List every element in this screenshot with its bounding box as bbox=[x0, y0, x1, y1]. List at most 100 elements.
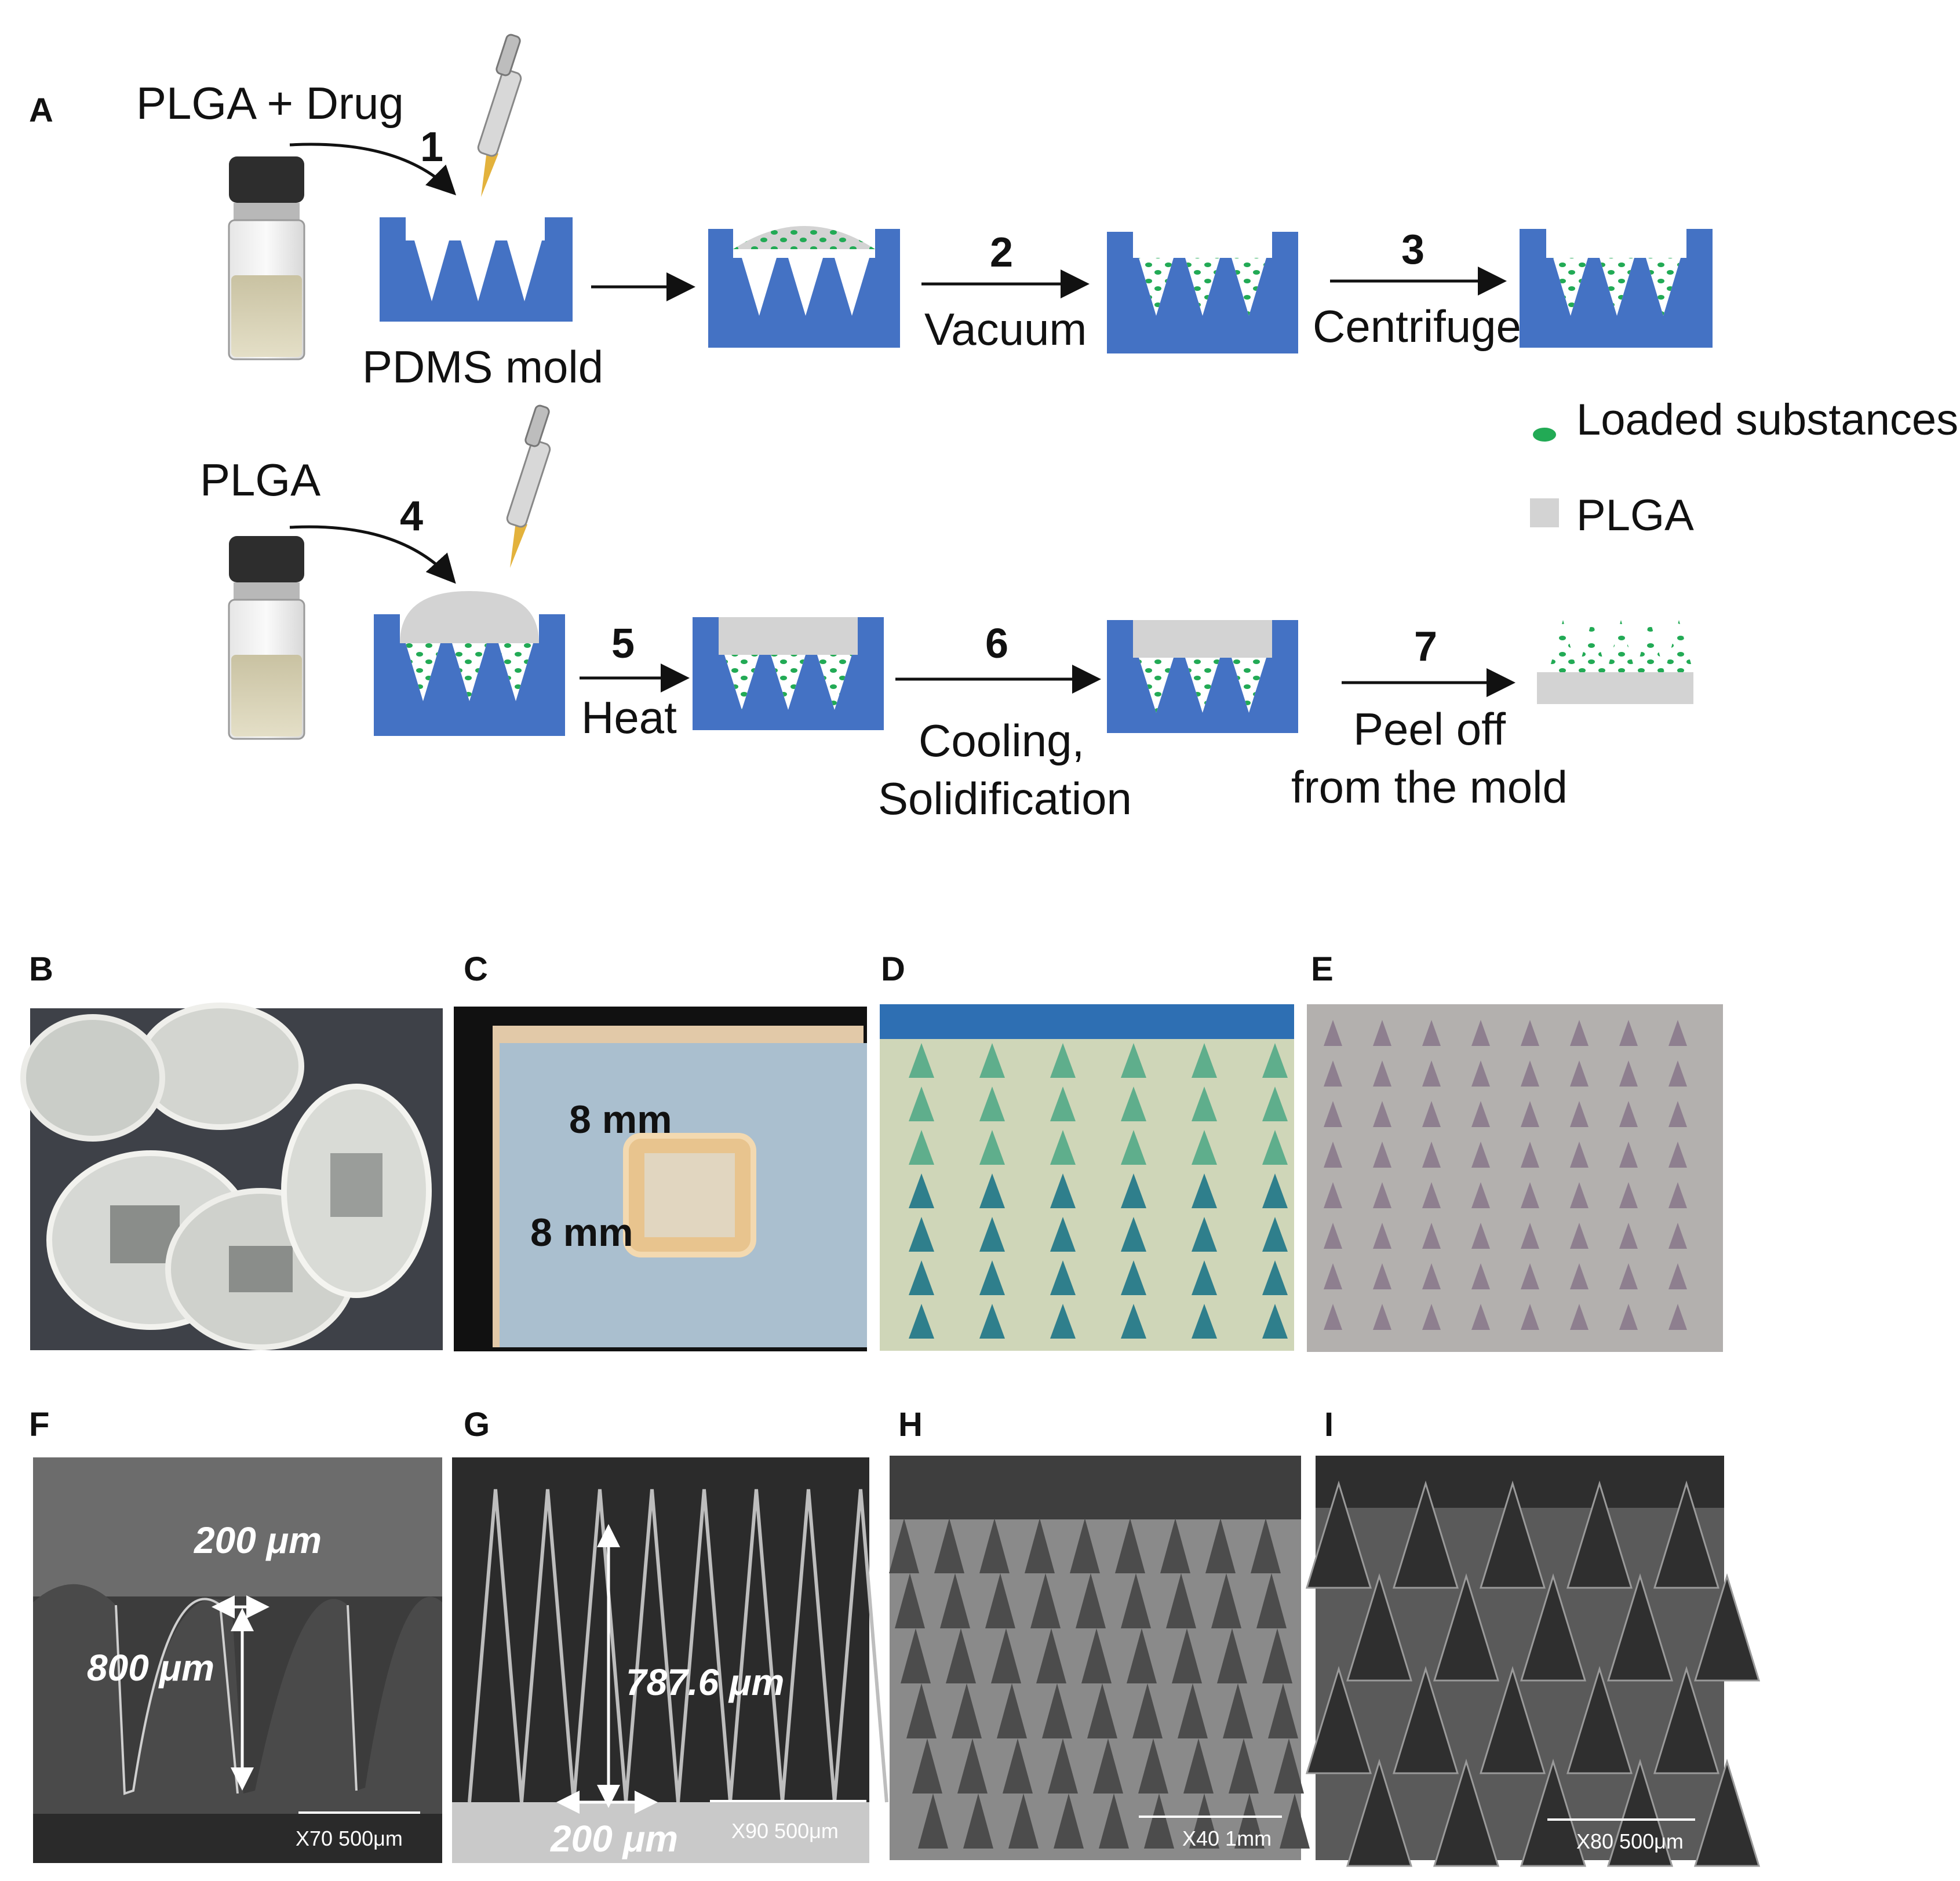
panel-d-needle bbox=[1192, 1043, 1217, 1078]
panel-h-needle bbox=[1036, 1628, 1066, 1683]
panel-h-needle bbox=[1274, 1738, 1304, 1793]
pipette-1-icon bbox=[476, 32, 523, 198]
panel-e-needle bbox=[1619, 1182, 1638, 1208]
panel-d-needle bbox=[1050, 1043, 1076, 1078]
panel-i-needle bbox=[1392, 1665, 1459, 1774]
legend-plga-label: PLGA bbox=[1576, 491, 1694, 540]
panel-h-needle bbox=[940, 1573, 970, 1628]
panel-e-needle bbox=[1373, 1304, 1391, 1330]
panel-h-needle bbox=[1076, 1573, 1106, 1628]
panel-i-needle bbox=[1693, 1758, 1761, 1867]
panel-d-needle bbox=[979, 1304, 1005, 1339]
panel-g-needle bbox=[520, 1489, 575, 1803]
panel-h-needle bbox=[1178, 1683, 1208, 1738]
panel-e-needle bbox=[1471, 1060, 1490, 1087]
panel-d-needle bbox=[1050, 1173, 1076, 1208]
panel-h-needle bbox=[889, 1518, 919, 1573]
panel-h-needle bbox=[1144, 1793, 1174, 1849]
panel-i-needle bbox=[1566, 1480, 1633, 1589]
pdms-mold-empty bbox=[380, 217, 573, 322]
mold-caption: PDMS mold bbox=[362, 341, 603, 392]
panel-h-needle bbox=[1003, 1738, 1033, 1793]
panel-d-needle bbox=[1050, 1260, 1076, 1295]
panel-e-needle bbox=[1324, 1304, 1342, 1330]
step-3-caption: Centrifuge bbox=[1313, 301, 1521, 352]
panel-e-needle bbox=[1422, 1020, 1441, 1046]
panel-d-photo bbox=[880, 1004, 1294, 1351]
panel-f-width-label: 200 μm bbox=[194, 1519, 322, 1561]
legend-drug-label: Loaded substances bbox=[1576, 395, 1958, 444]
panel-d-needle bbox=[909, 1043, 934, 1078]
panel-e-needle bbox=[1324, 1101, 1342, 1127]
panel-e-needle bbox=[1373, 1142, 1391, 1168]
panel-e-needle bbox=[1668, 1060, 1687, 1087]
pdms-mold-heated bbox=[693, 617, 884, 730]
panel-e-needle bbox=[1619, 1142, 1638, 1168]
panel-d-needle bbox=[909, 1304, 934, 1339]
panel-e-needle bbox=[1619, 1263, 1638, 1289]
panel-h-needle bbox=[1115, 1518, 1145, 1573]
panel-g-needle bbox=[468, 1489, 523, 1803]
legend-plga-swatch bbox=[1530, 498, 1559, 527]
panel-e-label: E bbox=[1311, 950, 1334, 988]
panel-d-needle bbox=[979, 1130, 1005, 1165]
panel-e-needle bbox=[1619, 1101, 1638, 1127]
panel-h-needle bbox=[1054, 1793, 1084, 1849]
panel-e-needle bbox=[1619, 1060, 1638, 1087]
panel-e-needle bbox=[1668, 1101, 1687, 1127]
step-6-number: 6 bbox=[985, 621, 1008, 667]
panel-d-needle bbox=[1262, 1217, 1288, 1252]
panel-h-needle bbox=[1166, 1573, 1196, 1628]
panel-e-needle bbox=[1570, 1223, 1589, 1249]
panel-g-label: G bbox=[464, 1406, 490, 1443]
pipette-2-icon bbox=[505, 403, 552, 569]
pdms-mold-centrifuged bbox=[1520, 229, 1713, 348]
panel-g-sem bbox=[452, 1457, 888, 1863]
panel-e-needle bbox=[1521, 1142, 1539, 1168]
panel-e-needle bbox=[1373, 1020, 1391, 1046]
panel-h-needle bbox=[979, 1518, 1010, 1573]
panel-e-needle bbox=[1619, 1304, 1638, 1330]
panel-e-needle bbox=[1570, 1304, 1589, 1330]
step-7-caption-line-1: Peel off bbox=[1353, 703, 1506, 754]
step-1-number: 1 bbox=[420, 124, 443, 170]
panel-i-needle bbox=[1433, 1758, 1500, 1867]
panel-g-needle bbox=[833, 1489, 888, 1803]
panel-a-label: A bbox=[29, 92, 53, 129]
step-2-caption: Vacuum bbox=[924, 304, 1087, 355]
panel-e-needle bbox=[1422, 1060, 1441, 1087]
panel-e-needle bbox=[1373, 1060, 1391, 1087]
panel-d-label: D bbox=[881, 950, 905, 988]
panel-h-needle bbox=[1008, 1793, 1039, 1849]
panel-e-needle bbox=[1619, 1020, 1638, 1046]
panel-e-needle bbox=[1324, 1182, 1342, 1208]
panel-e-needle bbox=[1570, 1020, 1589, 1046]
panel-d-needle bbox=[1192, 1304, 1217, 1339]
panel-e-needle bbox=[1570, 1142, 1589, 1168]
panel-f-scale-bar: X70 500μm bbox=[296, 1827, 403, 1850]
panel-e-needle bbox=[1668, 1142, 1687, 1168]
panel-d-needle bbox=[1121, 1173, 1146, 1208]
panel-i-needle bbox=[1346, 1758, 1413, 1867]
panel-d-needle bbox=[1262, 1130, 1288, 1165]
step-4-number: 4 bbox=[400, 493, 423, 539]
panel-h-needle bbox=[1268, 1683, 1298, 1738]
panel-i-needle bbox=[1305, 1665, 1372, 1774]
panel-e-photo bbox=[1307, 1004, 1723, 1352]
panel-h-needle bbox=[1160, 1518, 1190, 1573]
panel-h-needle bbox=[1251, 1518, 1281, 1573]
panel-h-needle bbox=[1127, 1628, 1157, 1683]
pdms-mold-solidified bbox=[1107, 620, 1298, 733]
panel-e-needle bbox=[1422, 1263, 1441, 1289]
panel-e-needle bbox=[1471, 1304, 1490, 1330]
panel-i-needle bbox=[1346, 1573, 1413, 1682]
step-4-arrow bbox=[289, 525, 456, 584]
pdms-mold-plga-drop bbox=[374, 591, 565, 736]
panel-d-needle bbox=[979, 1087, 1005, 1121]
panel-e-needle bbox=[1471, 1101, 1490, 1127]
panel-d-needle bbox=[1050, 1217, 1076, 1252]
panel-e-needle bbox=[1570, 1182, 1589, 1208]
panel-h-needle bbox=[912, 1738, 942, 1793]
vial-2-image bbox=[228, 535, 305, 740]
